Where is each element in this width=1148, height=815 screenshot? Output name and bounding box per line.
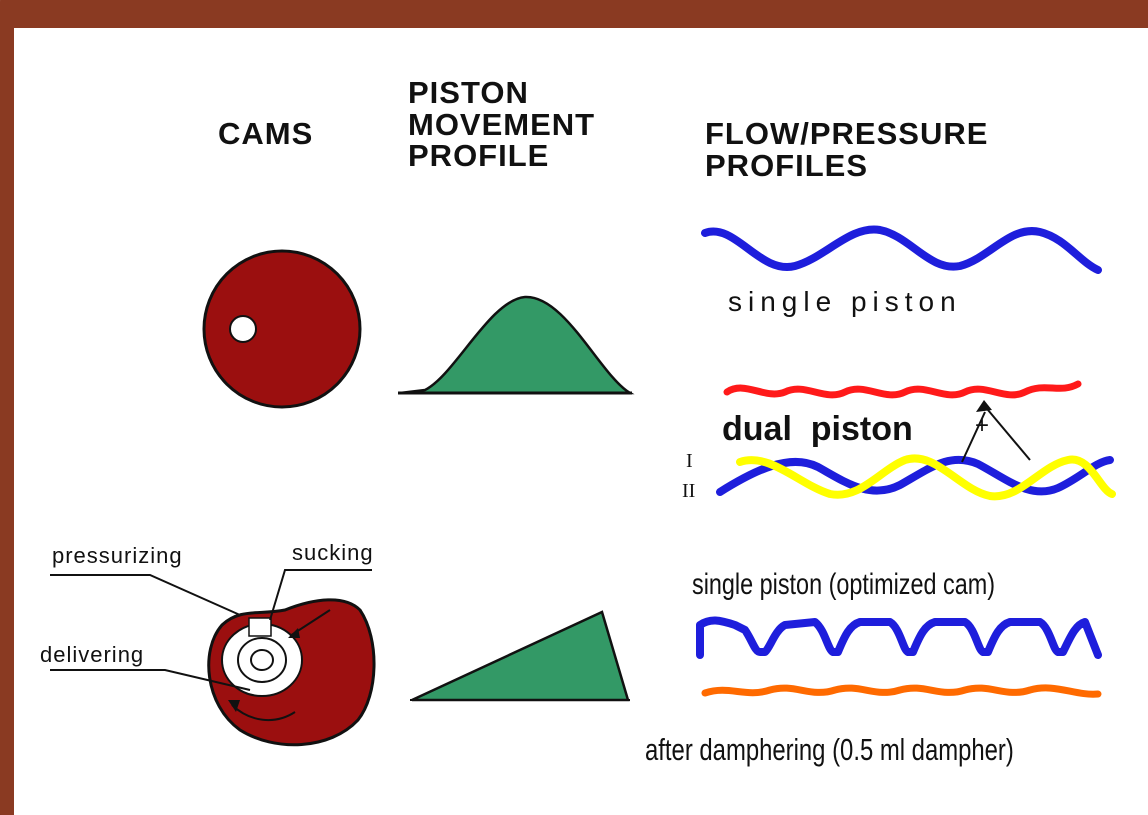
dual-blue-trace-I xyxy=(716,455,1114,496)
cam-hole xyxy=(229,315,257,343)
label-plus: + xyxy=(975,412,990,439)
label-roman-I: I xyxy=(686,450,693,472)
piston-profile-ramp xyxy=(411,610,630,702)
label-roman-II: II xyxy=(682,480,696,502)
piston-profile-bell xyxy=(399,295,635,395)
single-piston-trace xyxy=(701,225,1102,274)
after-damping-trace xyxy=(701,684,1102,698)
optimized-cam-trace xyxy=(696,616,1102,659)
label-pressurizing: pressurizing xyxy=(52,543,183,568)
header-piston-movement: PISTON MOVEMENT PROFILE xyxy=(408,75,596,174)
dual-yellow-trace-II xyxy=(736,454,1116,501)
dual-red-trace xyxy=(723,380,1082,399)
label-after-damping: after damphering (0.5 ml dampher) xyxy=(645,732,1014,767)
label-sucking: sucking xyxy=(292,540,374,565)
label-dual-piston: dual piston xyxy=(722,410,913,448)
cam-circle xyxy=(202,249,362,409)
header-flow-pressure: FLOW/PRESSURE PROFILES xyxy=(705,116,989,183)
header-cams: CAMS xyxy=(218,116,314,151)
label-optimized-cam: single piston (optimized cam) xyxy=(692,568,996,601)
label-delivering: delivering xyxy=(40,642,145,667)
label-single-piston: single piston xyxy=(728,286,962,317)
